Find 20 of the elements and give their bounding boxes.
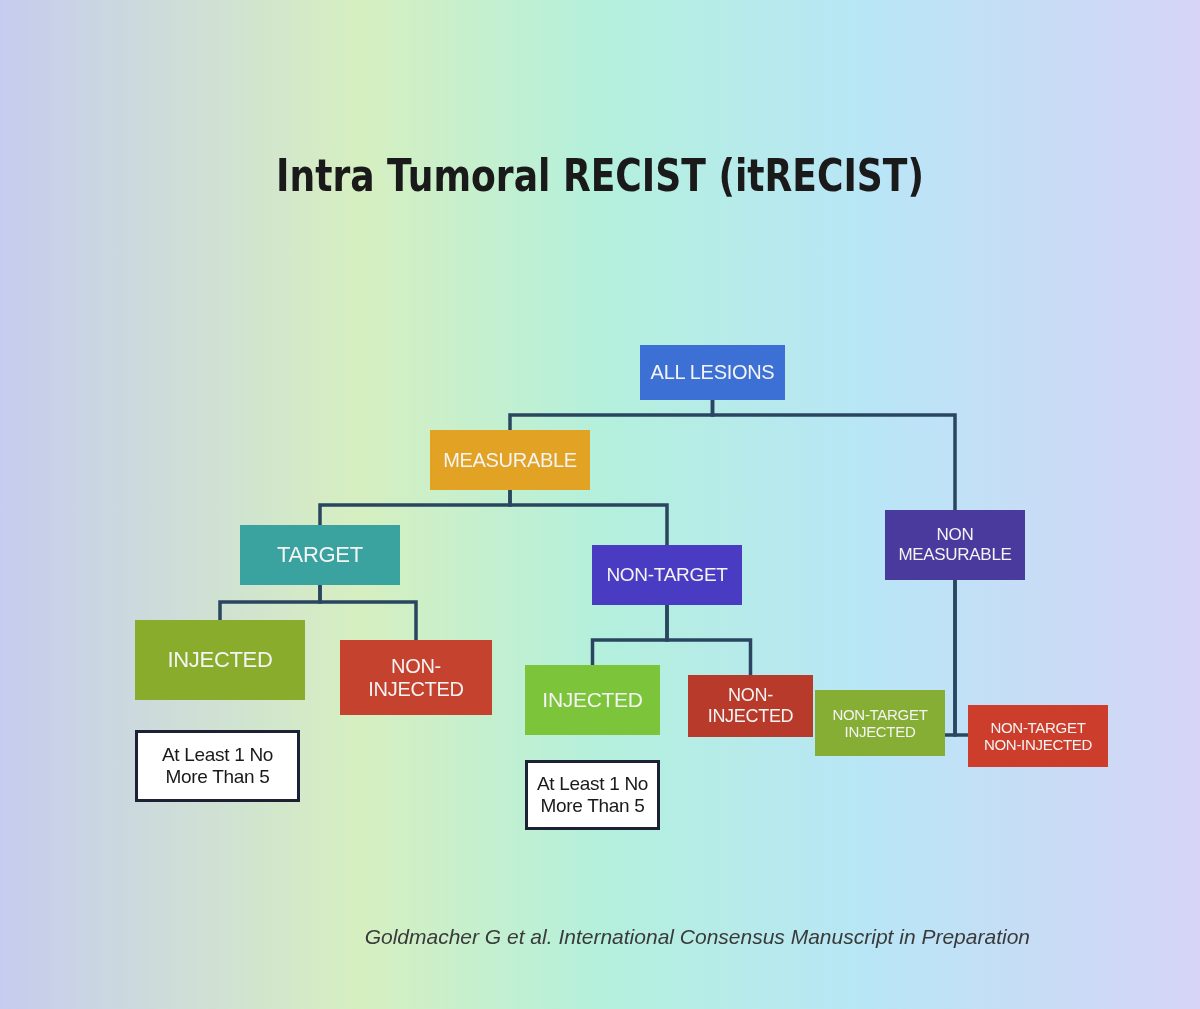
connector-line xyxy=(710,400,957,510)
category-box: MEASURABLE xyxy=(430,430,590,490)
category-box: NON MEASURABLE xyxy=(885,510,1025,580)
category-box: INJECTED xyxy=(135,620,305,700)
note-box: At Least 1 No More Than 5 xyxy=(525,760,660,830)
category-box: NON-TARGET xyxy=(592,545,742,605)
note-box: At Least 1 No More Than 5 xyxy=(135,730,300,802)
category-box: NON-TARGET INJECTED xyxy=(815,690,945,756)
connector-line xyxy=(508,490,669,545)
connector-line xyxy=(318,585,418,640)
connector-line xyxy=(953,580,968,737)
category-box: ALL LESIONS xyxy=(640,345,785,400)
category-box: INJECTED xyxy=(525,665,660,735)
category-box: NON-TARGET NON-INJECTED xyxy=(968,705,1108,767)
citation-caption: Goldmacher G et al. International Consensus Manuscript in Preparation xyxy=(364,925,1030,949)
category-box: NON-INJECTED xyxy=(340,640,492,715)
slide-title: Intra Tumoral RECIST (itRECIST) xyxy=(275,150,925,201)
connector-line xyxy=(665,605,753,675)
category-box: NON-INJECTED xyxy=(688,675,813,737)
category-box: TARGET xyxy=(240,525,400,585)
